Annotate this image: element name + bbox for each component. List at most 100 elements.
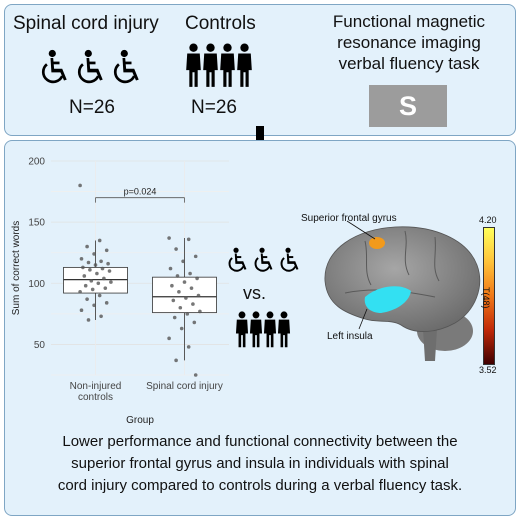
sulcus-line	[364, 240, 372, 286]
conclusion-line-1: Lower performance and functional connect…	[62, 433, 458, 450]
conclusion-line-2: superior frontal gyrus and insula in ind…	[71, 455, 449, 472]
data-point	[79, 257, 84, 261]
data-point	[177, 290, 181, 294]
insula-pointer	[358, 308, 368, 330]
task-line-2: resonance imaging	[337, 33, 481, 52]
controls-sample-size: N=26	[191, 97, 237, 118]
sfg-pointer	[346, 220, 376, 240]
person-icon	[235, 311, 249, 348]
data-point	[104, 301, 109, 305]
wheelchair-icon	[41, 49, 67, 84]
data-point	[86, 260, 91, 265]
data-point	[81, 265, 85, 270]
wheelchair-icon	[228, 247, 247, 272]
person-icon	[203, 43, 218, 87]
person-icon	[186, 43, 201, 87]
data-point	[88, 268, 92, 272]
data-point	[89, 279, 94, 283]
data-point	[109, 280, 113, 284]
data-point	[195, 276, 199, 281]
data-point	[171, 298, 176, 303]
cortex-shape	[324, 226, 481, 332]
data-point	[79, 308, 84, 312]
data-point	[192, 320, 197, 325]
data-point	[78, 290, 82, 294]
x-tick-label: Non-injured	[70, 381, 122, 392]
data-point	[178, 305, 183, 310]
data-point	[184, 296, 188, 300]
data-point	[193, 373, 198, 377]
data-point	[82, 274, 87, 278]
controls-group-title: Controls	[185, 13, 256, 34]
people-icon-group	[185, 43, 255, 91]
data-point	[104, 248, 109, 253]
y-axis-label: Sum of correct words	[11, 221, 22, 315]
person-icon	[263, 311, 277, 348]
data-point	[174, 358, 178, 363]
data-point	[85, 297, 89, 301]
data-point	[107, 269, 112, 273]
sfg-label: Superior frontal gyrus	[301, 213, 397, 224]
y-tick-label: 50	[34, 340, 46, 351]
p-value-label: p=0.024	[124, 187, 157, 197]
data-point	[167, 236, 171, 240]
person-icon	[237, 43, 252, 87]
data-point	[90, 287, 95, 292]
data-point	[181, 259, 185, 264]
colorbar-max: 4.20	[479, 215, 497, 225]
data-point	[97, 238, 102, 243]
data-point	[103, 286, 108, 290]
data-point	[86, 318, 91, 322]
data-point	[78, 183, 82, 188]
x-tick-label: controls	[78, 392, 113, 403]
data-point	[83, 283, 88, 288]
data-point	[179, 326, 184, 331]
wheelchair-icon-group	[37, 49, 147, 89]
data-point	[196, 293, 201, 298]
wheelchair-icon	[280, 247, 299, 272]
data-point	[191, 302, 195, 306]
brainstem-shape	[423, 329, 437, 361]
data-point	[189, 286, 194, 290]
data-point	[198, 309, 202, 314]
wheelchair-icon	[77, 49, 103, 84]
task-line-3: verbal fluency task	[338, 54, 480, 73]
wheelchair-icon	[113, 49, 139, 84]
insula-cluster	[364, 286, 411, 313]
data-point	[170, 283, 174, 288]
data-point	[102, 276, 106, 281]
data-point	[182, 280, 187, 284]
sfg-cluster	[369, 237, 385, 249]
wheelchair-icon	[254, 247, 273, 272]
sci-group-title: Spinal cord injury	[13, 13, 159, 34]
box	[63, 266, 128, 294]
y-tick-label: 100	[28, 279, 45, 290]
insula-label: Left insula	[327, 331, 373, 342]
data-point	[185, 312, 190, 316]
data-point	[167, 336, 171, 341]
sulcus-line	[434, 236, 440, 282]
data-point	[188, 271, 192, 276]
data-point	[174, 247, 178, 251]
data-point	[100, 266, 105, 271]
colorbar-min: 3.52	[479, 365, 497, 375]
data-point	[92, 303, 96, 308]
colorbar-title: T(48)	[481, 287, 491, 309]
task-description: Functional magnetic resonance imaging ve…	[305, 11, 513, 74]
controls-comparison-icons	[235, 311, 295, 351]
data-point	[186, 345, 191, 349]
sci-comparison-icons	[225, 247, 305, 277]
data-point	[168, 266, 173, 271]
data-point	[193, 254, 198, 259]
task-line-1: Functional magnetic	[332, 12, 486, 31]
x-axis-label: Group	[126, 415, 154, 426]
data-point	[93, 263, 98, 267]
data-point	[92, 252, 96, 256]
study-design-panel: Spinal cord injury N=26 Controls N=26 Fu…	[4, 4, 516, 136]
stimulus-screen: S	[369, 85, 447, 127]
data-point	[99, 314, 103, 319]
sulcus-line	[404, 230, 410, 276]
data-point	[106, 261, 110, 266]
